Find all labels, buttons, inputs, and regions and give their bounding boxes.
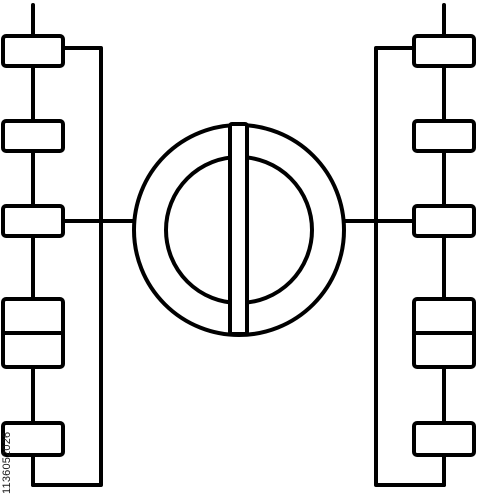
right-rack-rail xyxy=(374,46,446,487)
left-block-1 xyxy=(1,34,65,68)
right-block-3 xyxy=(412,204,476,238)
right-block-2 xyxy=(412,119,476,153)
right-block-5 xyxy=(412,421,476,457)
left-rack-rail xyxy=(31,46,103,487)
watermark-id-text: 1136052026 xyxy=(1,431,13,494)
center-divider-bar xyxy=(228,122,249,336)
left-block-5 xyxy=(1,421,65,457)
right-block-1 xyxy=(412,34,476,68)
left-block-3 xyxy=(1,204,65,238)
left-block-2 xyxy=(1,119,65,153)
